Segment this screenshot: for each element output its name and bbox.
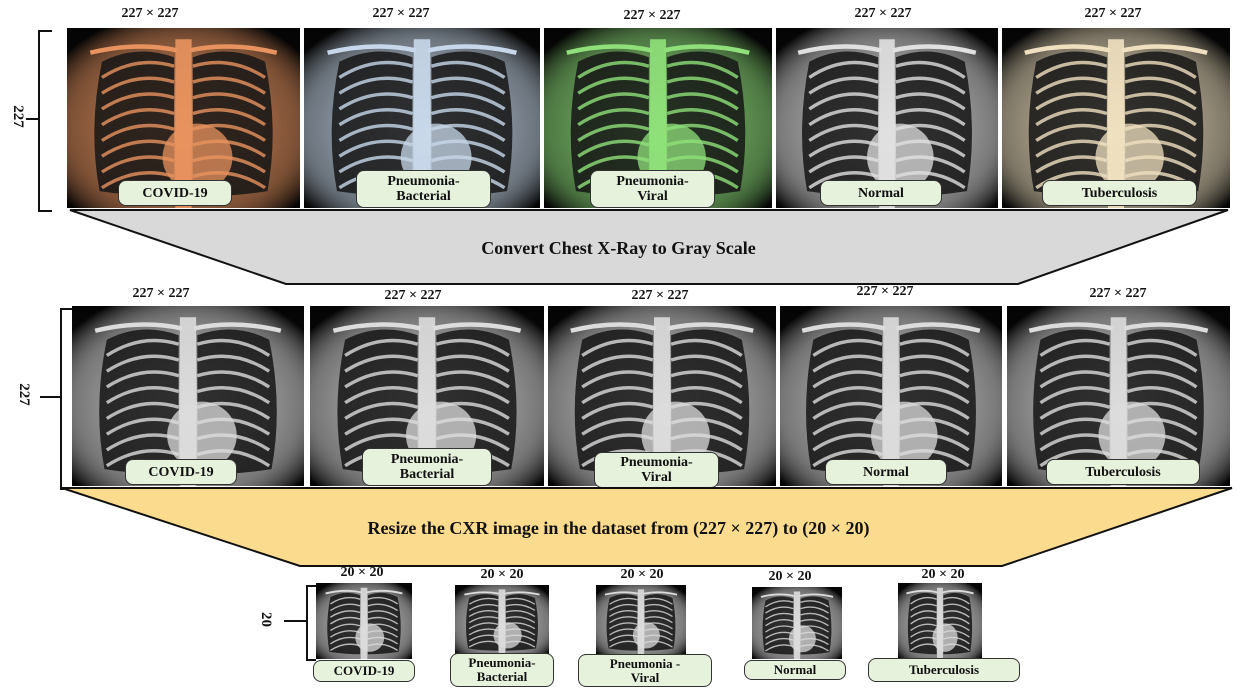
row-1-dim-3: 227 × 227	[607, 8, 697, 24]
row-2-bracket	[60, 308, 72, 490]
row-3-label-pneumonia-viral: Pneumonia - Viral	[578, 654, 712, 687]
row-2-dim-4: 227 × 227	[840, 284, 930, 300]
row-2-label-covid: COVID-19	[125, 459, 237, 485]
row-1-dim-5: 227 × 227	[1068, 6, 1158, 22]
row-3-xray-tuberculosis	[898, 583, 982, 659]
row-1-label-tuberculosis: Tuberculosis	[1042, 180, 1197, 206]
row-2-side-label: 227	[15, 383, 32, 406]
chest-xray-graphic	[316, 583, 412, 659]
chest-xray-graphic	[898, 583, 982, 659]
row-2-label-pneumonia-viral: Pneumonia- Viral	[594, 452, 719, 488]
row-3-side-label: 20	[257, 612, 274, 627]
row-3-dim-3: 20 × 20	[602, 567, 682, 583]
row-2-label-normal: Normal	[825, 459, 947, 485]
row-2-label-pneumonia-bacterial: Pneumonia- Bacterial	[362, 448, 492, 486]
row-3-bracket	[306, 585, 316, 661]
row-3-dim-2: 20 × 20	[462, 567, 542, 583]
chest-xray-graphic	[455, 585, 549, 655]
step-1-funnel: Convert Chest X-Ray to Gray Scale	[0, 208, 1237, 286]
row-1-label-covid: COVID-19	[118, 180, 232, 206]
row-1-bracket-tick	[26, 118, 38, 120]
row-2-dim-3: 227 × 227	[615, 288, 705, 304]
row-1-side-label: 227	[9, 105, 26, 128]
step-2-funnel: Resize the CXR image in the dataset from…	[0, 486, 1237, 568]
row-3-xray-pneumonia-viral	[596, 585, 686, 655]
chest-xray-graphic	[596, 585, 686, 655]
row-2-bracket-tick	[40, 396, 60, 398]
step-1-text: Convert Chest X-Ray to Gray Scale	[0, 238, 1237, 259]
row-1-label-pneumonia-viral: Pneumonia- Viral	[590, 170, 715, 208]
row-3-bracket-tick	[284, 620, 306, 622]
row-3-dim-4: 20 × 20	[750, 569, 830, 585]
row-1-dim-1: 227 × 227	[105, 6, 195, 22]
row-3-dim-5: 20 × 20	[903, 567, 983, 583]
row-1-label-normal: Normal	[820, 180, 942, 206]
row-3-label-covid: COVID-19	[313, 660, 415, 682]
row-3-label-pneumonia-bacterial: Pneumonia- Bacterial	[450, 653, 554, 687]
row-3-label-tuberculosis: Tuberculosis	[868, 658, 1020, 682]
row-2-dim-2: 227 × 227	[368, 288, 458, 304]
row-1-dim-2: 227 × 227	[356, 6, 446, 22]
row-3-label-normal: Normal	[744, 660, 846, 680]
row-1-label-pneumonia-bacterial: Pneumonia- Bacterial	[356, 170, 491, 208]
row-1-dim-4: 227 × 227	[838, 6, 928, 22]
row-3-dim-1: 20 × 20	[322, 565, 402, 581]
row-3-xray-covid	[316, 583, 412, 659]
row-1-bracket	[38, 30, 52, 212]
chest-xray-graphic	[752, 587, 842, 659]
row-2-dim-1: 227 × 227	[116, 286, 206, 302]
step-2-text: Resize the CXR image in the dataset from…	[0, 518, 1237, 539]
row-2-label-tuberculosis: Tuberculosis	[1046, 459, 1200, 485]
row-2-dim-5: 227 × 227	[1073, 286, 1163, 302]
row-3-xray-normal	[752, 587, 842, 659]
row-3-xray-pneumonia-bacterial	[455, 585, 549, 655]
